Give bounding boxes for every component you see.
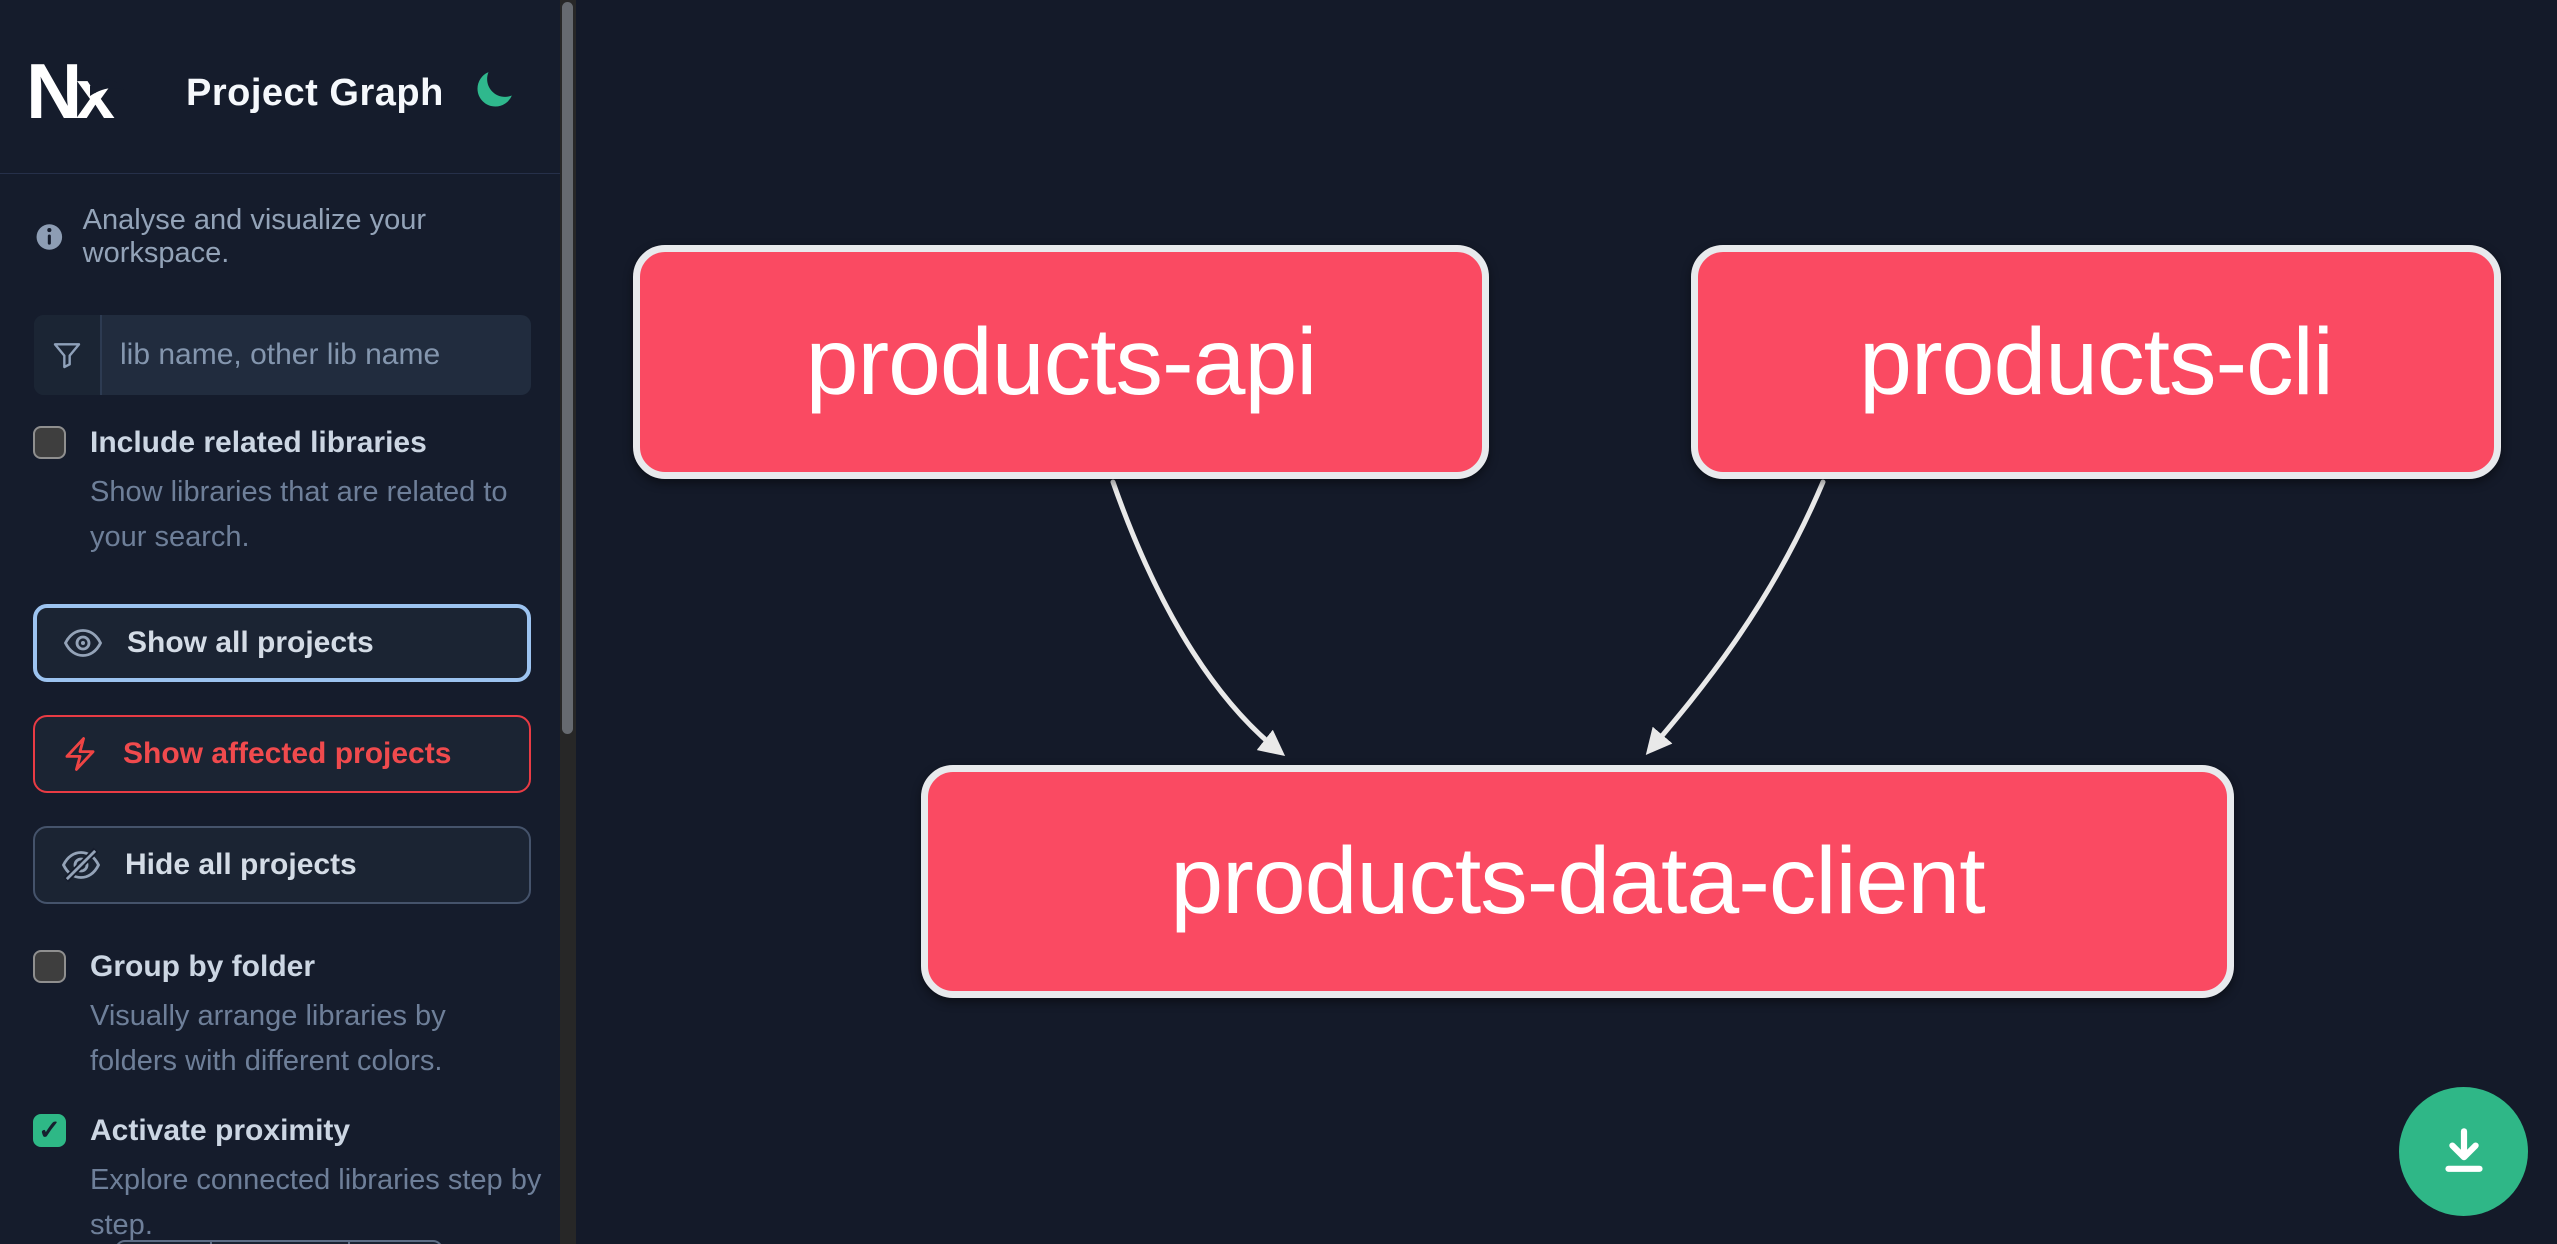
graph-node-products-cli[interactable]: products-cli [1691, 245, 2501, 479]
library-search [34, 315, 531, 395]
sidebar-scrollbar-track[interactable] [560, 0, 576, 1244]
workspace-intro: Analyse and visualize your workspace. [34, 204, 560, 270]
node-label: products-cli [1859, 308, 2334, 415]
button-label: Show all projects [127, 626, 374, 659]
filter-funnel-icon [34, 315, 102, 395]
option-label: Include related libraries [90, 426, 427, 459]
option-description: Explore connected libraries step by step… [90, 1164, 542, 1241]
option-label: Group by folder [90, 950, 315, 983]
graph-node-products-data-client[interactable]: products-data-client [921, 765, 2234, 998]
sidebar-scrollbar-thumb[interactable] [562, 2, 573, 734]
node-label: products-api [805, 308, 1318, 415]
option-activate-proximity: ✓ Activate proximity Explore connected l… [33, 1112, 541, 1244]
info-icon [36, 224, 63, 250]
option-label: Activate proximity [90, 1114, 351, 1147]
page-title: Project Graph [186, 72, 444, 114]
include-related-checkbox[interactable] [33, 426, 66, 459]
download-graph-button[interactable] [2399, 1087, 2528, 1216]
show-affected-projects-button[interactable]: Show affected projects [33, 715, 531, 793]
activate-proximity-checkbox[interactable]: ✓ [33, 1114, 66, 1147]
node-label: products-data-client [1170, 828, 1985, 934]
sidebar-header: N x Project Graph [0, 0, 560, 174]
option-include-related-libraries: Include related libraries Show libraries… [33, 424, 513, 560]
option-description: Show libraries that are related to your … [90, 476, 508, 553]
search-input[interactable] [102, 315, 531, 395]
option-description: Visually arrange libraries by folders wi… [90, 1000, 446, 1077]
eye-slash-icon [61, 847, 101, 883]
theme-toggle-button[interactable] [472, 68, 516, 112]
bolt-icon [65, 737, 95, 771]
project-graph-canvas[interactable] [576, 0, 2557, 1244]
group-by-folder-checkbox[interactable] [33, 950, 66, 983]
button-label: Show affected projects [123, 737, 452, 770]
button-label: Hide all projects [125, 848, 357, 881]
hide-all-projects-button[interactable]: Hide all projects [33, 826, 531, 904]
moon-icon [477, 72, 512, 107]
option-group-by-folder: Group by folder Visually arrange librari… [33, 948, 513, 1084]
svg-text:N: N [30, 52, 78, 132]
show-all-projects-button[interactable]: Show all projects [33, 604, 531, 682]
check-icon: ✓ [38, 1115, 61, 1145]
depth-segment[interactable] [212, 1242, 350, 1244]
graph-node-products-api[interactable]: products-api [633, 245, 1489, 479]
eye-icon [63, 629, 103, 657]
proximity-depth-control [115, 1240, 443, 1244]
download-icon [2444, 1127, 2483, 1172]
sidebar: N x Project Graph Analyse and visualize … [0, 0, 560, 1244]
nx-logo: N x [30, 52, 124, 132]
intro-text: Analyse and visualize your workspace. [82, 204, 427, 269]
depth-segment[interactable] [117, 1242, 212, 1244]
svg-text:x: x [76, 55, 115, 132]
